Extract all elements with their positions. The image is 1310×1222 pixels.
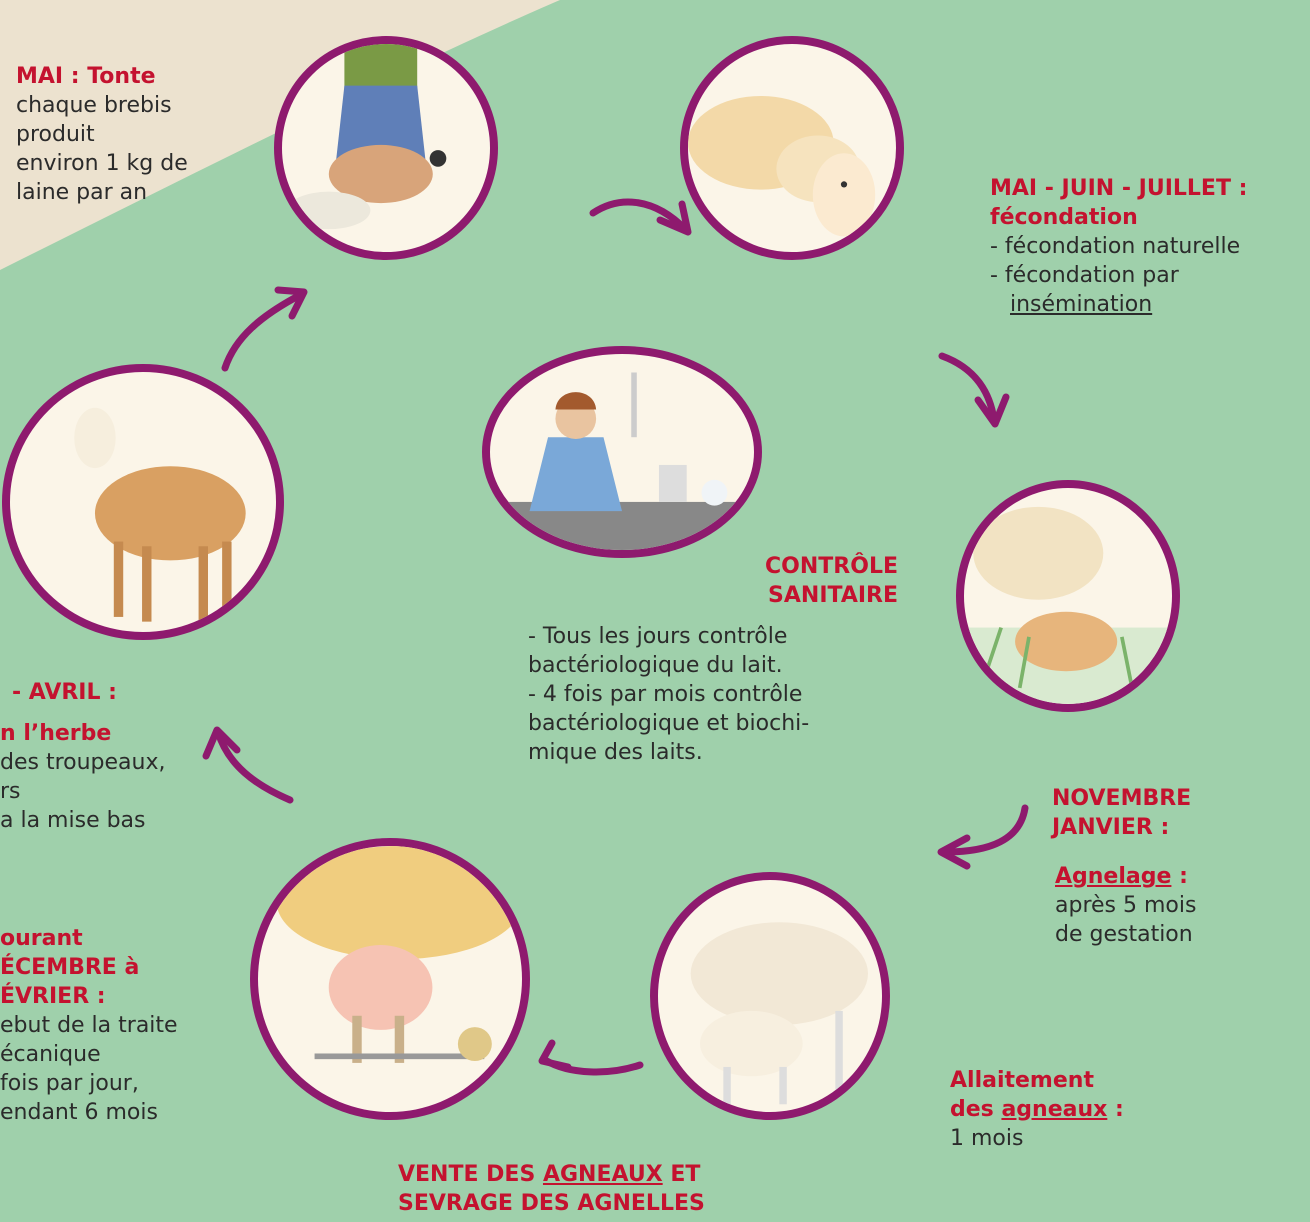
traite-title: ourant	[0, 924, 178, 953]
milking-illustration	[250, 838, 530, 1120]
controle-title-line: CONTRÔLE	[740, 552, 898, 581]
allaitement-colon: :	[1107, 1097, 1123, 1122]
vente-prefix: VENTE DES	[398, 1162, 543, 1187]
herbe-line: rs	[0, 777, 165, 806]
fecondation-line: - fécondation par	[990, 261, 1247, 290]
traite-line: ebut de la traite	[0, 1011, 178, 1040]
tonte-line: laine par an	[16, 178, 188, 207]
allaitement-block: Allaitement des agneaux : 1 mois	[950, 1066, 1124, 1153]
allaitement-prefix: des	[950, 1097, 1001, 1122]
agneaux-link[interactable]: agneaux	[1001, 1097, 1107, 1122]
allaitement-line: 1 mois	[950, 1124, 1124, 1153]
traite-line: fois par jour,	[0, 1069, 178, 1098]
controle-block: - Tous les jours contrôle bactériologiqu…	[528, 622, 809, 767]
tonte-line: chaque brebis	[16, 91, 188, 120]
vente-agneaux-link[interactable]: AGNEAUX	[543, 1162, 663, 1187]
tonte-line: produit	[16, 120, 188, 149]
vente-block: VENTE DES AGNEAUX ET SEVRAGE DES AGNELLE…	[398, 1160, 705, 1218]
fecondation-subtitle: fécondation	[990, 203, 1247, 232]
traite-title: ÉVRIER :	[0, 982, 178, 1011]
nursing-illustration	[650, 872, 890, 1120]
agnelage-colon: :	[1171, 864, 1187, 889]
agnelage-line: de gestation	[1055, 920, 1196, 949]
allaitement-title: Allaitement	[950, 1066, 1124, 1095]
controle-line: - Tous les jours contrôle	[528, 622, 809, 651]
shearing-illustration	[274, 36, 498, 260]
fecondation-line: - fécondation naturelle	[990, 232, 1247, 261]
tonte-title: MAI : Tonte	[16, 62, 188, 91]
ewe-standing-illustration	[2, 364, 284, 640]
agnelage-block: Agnelage : après 5 mois de gestation	[1055, 862, 1196, 949]
herbe-title: - AVRIL :	[0, 678, 165, 707]
traite-line: endant 6 mois	[0, 1098, 178, 1127]
traite-block: ourant ÉCEMBRE à ÉVRIER : ebut de la tra…	[0, 924, 178, 1127]
tonte-line: environ 1 kg de	[16, 149, 188, 178]
agnelage-title-line: JANVIER :	[1052, 813, 1191, 842]
vente-suffix: ET	[663, 1162, 701, 1187]
herbe-line: a la mise bas	[0, 806, 165, 835]
herbe-block: - AVRIL : n l’herbe des troupeaux, rs a …	[0, 678, 165, 835]
lambing-illustration	[956, 480, 1180, 712]
controle-title: CONTRÔLE SANITAIRE	[740, 552, 898, 610]
traite-line: écanique	[0, 1040, 178, 1069]
agnelage-title: NOVEMBRE JANVIER :	[1052, 784, 1191, 842]
herbe-line: des troupeaux,	[0, 748, 165, 777]
fecondation-block: MAI - JUIN - JUILLET : fécondation - féc…	[990, 174, 1247, 319]
controle-line: bactériologique et biochi-	[528, 709, 809, 738]
traite-title: ÉCEMBRE à	[0, 953, 178, 982]
lab-illustration	[482, 346, 762, 558]
tonte-block: MAI : Tonte chaque brebis produit enviro…	[16, 62, 188, 207]
controle-line: bactériologique du lait.	[528, 651, 809, 680]
ewes-illustration	[680, 36, 904, 260]
agnelage-line: après 5 mois	[1055, 891, 1196, 920]
fecondation-title: MAI - JUIN - JUILLET :	[990, 174, 1247, 203]
vente-line-2: SEVRAGE DES AGNELLES	[398, 1189, 705, 1218]
agnelage-title-line: NOVEMBRE	[1052, 784, 1191, 813]
herbe-subtitle: n l’herbe	[0, 719, 165, 748]
controle-line: - 4 fois par mois contrôle	[528, 680, 809, 709]
agnelage-link[interactable]: Agnelage	[1055, 864, 1171, 889]
controle-title-line: SANITAIRE	[740, 581, 898, 610]
insemination-link[interactable]: insémination	[990, 290, 1247, 319]
controle-line: mique des laits.	[528, 738, 809, 767]
